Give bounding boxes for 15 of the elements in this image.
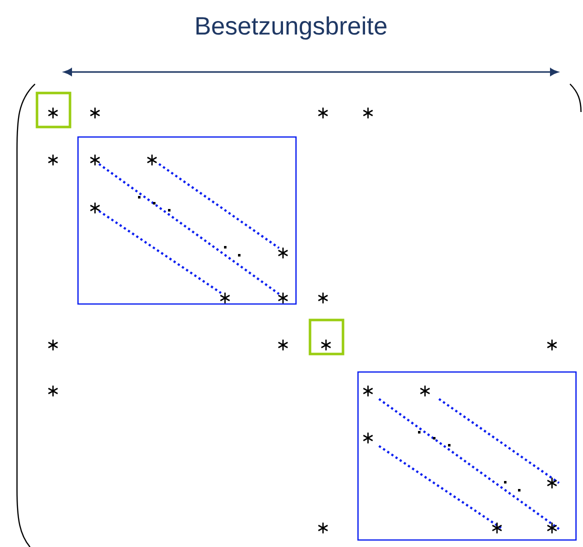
matrix-entry: ∗	[48, 154, 58, 166]
highlight-box: ∗	[36, 92, 72, 128]
matrix-entry: ∗	[278, 340, 288, 350]
title: Besetzungsbreite	[196, 16, 386, 40]
matrix-entry: ∗	[90, 108, 100, 118]
matrix-entry: ∗	[48, 340, 58, 350]
matrix-entry: ∗	[547, 340, 557, 350]
matrix-entry: ∗	[48, 386, 58, 396]
highlight-box: ∗	[308, 318, 344, 356]
block-box: ∗ ∗ ∗ ∗ ∗ ∗	[77, 136, 297, 305]
block-box: ∗ ∗ ∗ ∗ ∗ ∗	[357, 371, 577, 541]
matrix-entry: ∗	[318, 108, 328, 118]
matrix-entry: ∗	[363, 108, 373, 118]
matrix-entry: ∗	[318, 522, 328, 534]
matrix-entry: ∗	[318, 292, 328, 304]
